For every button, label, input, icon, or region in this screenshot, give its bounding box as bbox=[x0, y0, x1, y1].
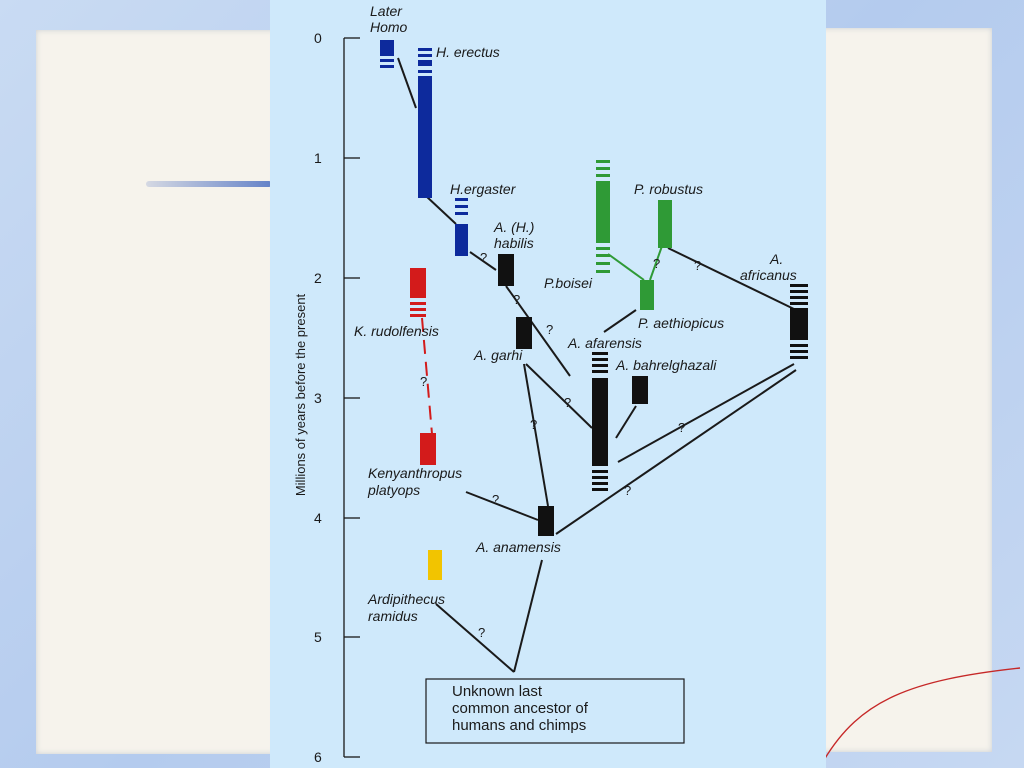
p-aethiopicus-bar bbox=[640, 280, 654, 310]
y-axis-ticks bbox=[344, 37, 360, 758]
label-later-homo-line2: Homo bbox=[370, 19, 408, 35]
label-kenyanthropus-line2: platyops bbox=[367, 482, 420, 498]
ardipithecus-bar bbox=[428, 550, 442, 580]
question-mark: ? bbox=[653, 256, 660, 271]
k-rudolfensis-bar bbox=[410, 268, 426, 317]
h-erectus-bar bbox=[418, 48, 432, 198]
paper-background-right bbox=[820, 28, 992, 752]
label-a-afarensis: A. afarensis bbox=[567, 335, 642, 351]
a-garhi-bar bbox=[516, 317, 532, 349]
label-a-bahrelghazali: A. bahrelghazali bbox=[615, 357, 717, 373]
tick-label-3: 3 bbox=[314, 390, 322, 406]
phylogeny-diagram: 0 1 2 3 4 5 6 Millions of years before t… bbox=[293, 3, 808, 765]
blue-brush-streak bbox=[146, 181, 272, 187]
question-mark: ? bbox=[492, 492, 499, 507]
label-ardipithecus-line2: ramidus bbox=[368, 608, 418, 624]
kenyanthropus-bar bbox=[420, 433, 436, 465]
red-thread-decoration bbox=[823, 667, 1021, 761]
question-mark: ? bbox=[564, 395, 571, 410]
a-habilis-bar bbox=[498, 254, 514, 286]
phylogeny-panel: 0 1 2 3 4 5 6 Millions of years before t… bbox=[270, 0, 826, 768]
kenyanthropus-connector bbox=[421, 317, 433, 435]
uncertainty-markers: ? ? ? ? ? ? ? ? ? ? ? ? bbox=[420, 250, 701, 640]
label-h-ergaster: H.ergaster bbox=[450, 181, 517, 197]
question-mark: ? bbox=[678, 420, 685, 435]
label-a-anamensis: A. anamensis bbox=[475, 539, 561, 555]
lineage-connectors bbox=[397, 57, 797, 673]
label-a-africanus-line1: A. bbox=[769, 251, 783, 267]
tick-label-2: 2 bbox=[314, 270, 322, 286]
question-mark: ? bbox=[694, 258, 701, 273]
paranthropus-connectors bbox=[607, 245, 663, 281]
a-bahrelghazali-bar bbox=[632, 376, 648, 404]
label-p-aethiopicus: P. aethiopicus bbox=[638, 315, 724, 331]
tick-label-6: 6 bbox=[314, 749, 322, 765]
question-mark: ? bbox=[530, 417, 537, 432]
ancestor-box-line2: common ancestor of bbox=[452, 700, 589, 717]
question-mark: ? bbox=[513, 292, 520, 307]
label-kenyanthropus-line1: Kenyanthropus bbox=[368, 465, 462, 481]
label-later-homo-line1: Later bbox=[370, 3, 403, 19]
label-a-habilis-line1: A. (H.) bbox=[493, 219, 534, 235]
tick-label-0: 0 bbox=[314, 30, 322, 46]
a-afarensis-bar bbox=[592, 352, 608, 491]
tick-label-5: 5 bbox=[314, 629, 322, 645]
label-a-africanus-line2: africanus bbox=[740, 267, 797, 283]
question-mark: ? bbox=[420, 374, 427, 389]
h-ergaster-bar bbox=[455, 198, 468, 256]
a-africanus-bar bbox=[790, 284, 808, 359]
p-boisei-bar bbox=[596, 160, 610, 273]
label-p-boisei: P.boisei bbox=[544, 275, 593, 291]
y-axis-label: Millions of years before the present bbox=[293, 293, 308, 496]
label-h-erectus: H. erectus bbox=[436, 44, 500, 60]
question-mark: ? bbox=[624, 483, 631, 498]
question-mark: ? bbox=[546, 322, 553, 337]
tick-label-4: 4 bbox=[314, 510, 322, 526]
label-a-garhi: A. garhi bbox=[473, 347, 523, 363]
question-mark: ? bbox=[480, 250, 487, 265]
label-ardipithecus-line1: Ardipithecus bbox=[367, 591, 445, 607]
label-k-rudolfensis: K. rudolfensis bbox=[354, 323, 439, 339]
question-mark: ? bbox=[478, 625, 485, 640]
later-homo-bar bbox=[380, 40, 394, 68]
ancestor-box-line1: Unknown last bbox=[452, 683, 543, 700]
p-robustus-bar bbox=[658, 200, 672, 248]
ancestor-box bbox=[425, 678, 685, 744]
label-a-habilis-line2: habilis bbox=[494, 235, 534, 251]
tick-label-1: 1 bbox=[314, 150, 322, 166]
paper-background-left bbox=[36, 30, 276, 754]
ancestor-box-line3: humans and chimps bbox=[452, 717, 586, 734]
a-anamensis-bar bbox=[538, 506, 554, 536]
label-p-robustus: P. robustus bbox=[634, 181, 703, 197]
